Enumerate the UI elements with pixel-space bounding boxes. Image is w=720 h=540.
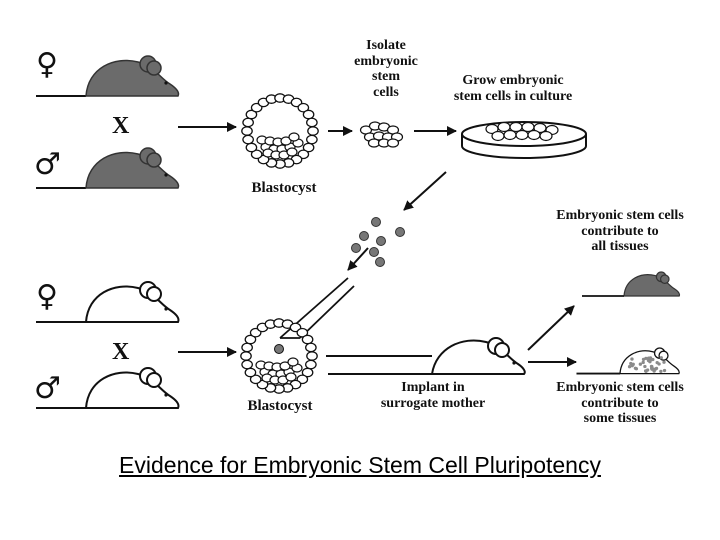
speckle: [646, 368, 649, 371]
inner-cell: [289, 133, 299, 141]
blastocyst-cell: [241, 352, 251, 360]
diagram-title: Evidence for Embryonic Stem Cell Pluripo…: [0, 452, 720, 479]
stem-cell: [377, 237, 386, 246]
cultured-cell: [528, 131, 540, 140]
blastocyst-cell: [303, 110, 313, 118]
cross-bottom: X: [112, 340, 129, 364]
cultured-cell: [492, 132, 504, 141]
cultured-cell: [540, 132, 552, 141]
speckle: [634, 367, 637, 370]
speckle: [629, 362, 632, 365]
culture-dish: [462, 122, 586, 158]
arrow-to-all-tissues: [528, 306, 574, 350]
male-symbol-bottom: ♂: [34, 374, 61, 404]
isolated-cell: [369, 139, 380, 147]
speckle: [659, 370, 662, 373]
blastocyst-label-top: Blastocyst: [236, 180, 332, 197]
blastocyst-cell: [243, 118, 253, 126]
stem-cell: [370, 248, 379, 257]
blastocyst-bottom: [241, 319, 317, 393]
female-symbol-top: ♀: [36, 50, 58, 80]
speckle: [663, 369, 666, 372]
cultured-cell: [516, 131, 528, 140]
blastocyst-cell: [307, 135, 317, 143]
blastocyst-cell: [245, 368, 255, 376]
offspring-speckled-mouse: [576, 348, 679, 374]
speckle: [643, 365, 646, 368]
inner-cell: [287, 148, 297, 156]
blastocyst-top: [242, 94, 318, 168]
speckle: [644, 357, 647, 360]
blastocyst-cell: [242, 343, 252, 351]
speckle: [642, 361, 645, 364]
male-symbol-top: ♂: [34, 150, 61, 180]
blastocyst-cell: [306, 360, 316, 368]
isolate-label: Isolate embryonic stem cells: [336, 38, 436, 101]
stem-cell: [352, 244, 361, 253]
blastocyst-label-bottom: Blastocyst: [232, 398, 328, 415]
inner-cell: [288, 358, 298, 366]
stem-cell: [376, 258, 385, 267]
blastocyst-cell: [307, 352, 317, 360]
speckle: [662, 361, 665, 364]
cultured-stem-cells: [352, 218, 405, 267]
some-tissues-label: Embryonic stem cells contribute to some …: [530, 380, 710, 427]
blastocyst-cell: [242, 360, 252, 368]
speckle: [639, 363, 642, 366]
cross-top: X: [112, 114, 129, 138]
speckle: [649, 356, 652, 359]
blastocyst-cell: [246, 143, 256, 151]
implant-label: Implant in surrogate mother: [360, 380, 506, 411]
blastocyst-cell: [243, 135, 253, 143]
speckle: [660, 356, 663, 359]
grow-label: Grow embryonic stem cells in culture: [428, 73, 598, 104]
isolated-stem-cells: [361, 122, 403, 147]
arrow-culture-to-cells: [404, 172, 446, 210]
speckle: [655, 367, 658, 370]
speckle: [656, 361, 659, 364]
all-tissues-label: Embryonic stem cells contribute to all t…: [530, 208, 710, 255]
stem-cell: [372, 218, 381, 227]
female-symbol-bottom: ♀: [36, 282, 58, 312]
cultured-cell: [504, 131, 516, 140]
offspring-dark-mouse: [582, 272, 680, 296]
speckle: [630, 357, 633, 360]
blastocyst-cell: [306, 343, 316, 351]
stem-cell: [396, 228, 405, 237]
isolated-cell: [388, 139, 399, 147]
blastocyst-cell: [242, 127, 252, 135]
blastocyst-cell: [308, 127, 318, 135]
stem-cell: [360, 232, 369, 241]
blastocyst-cell: [307, 118, 317, 126]
blastocyst-cell: [302, 335, 312, 343]
speckle: [652, 369, 655, 372]
inner-cell: [286, 373, 296, 381]
injected-cell: [275, 345, 284, 354]
